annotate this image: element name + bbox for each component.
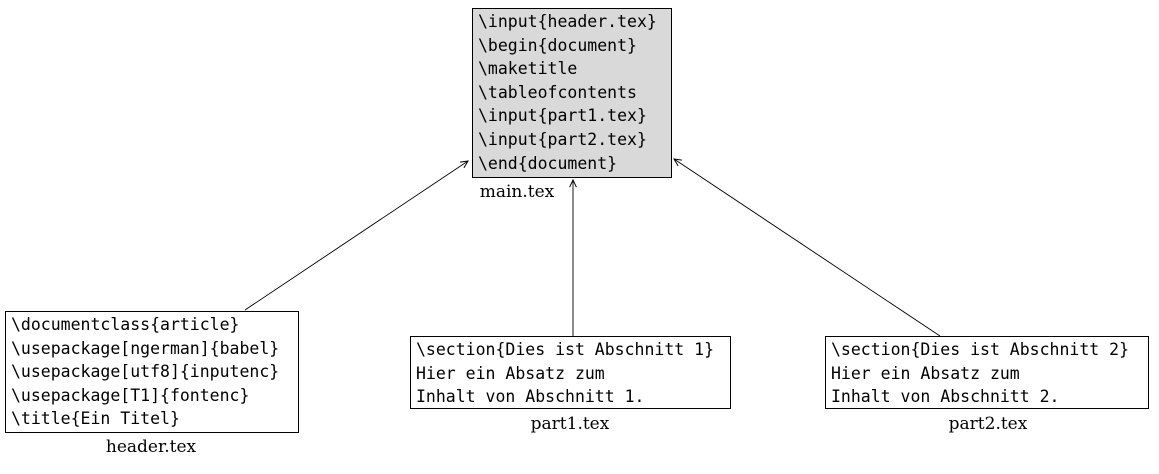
file-label-part2-tex: part2.tex <box>948 414 1028 434</box>
code-line: \usepackage[ngerman]{babel} <box>11 338 280 358</box>
code-line: \begin{document} <box>478 35 637 55</box>
edge-header-to-main <box>244 161 468 311</box>
code-line: \usepackage[T1]{fontenc} <box>11 385 250 405</box>
code-line: \title{Ein Titel} <box>11 409 180 429</box>
file-label-main-tex: main.tex <box>479 182 555 202</box>
code-line: Inhalt von Abschnitt 2. <box>831 387 1060 407</box>
edge-part2-to-main <box>674 159 941 337</box>
code-line: \maketitle <box>478 59 578 79</box>
code-line: \input{header.tex} <box>478 12 657 31</box>
code-line: Inhalt von Abschnitt 1. <box>416 387 645 407</box>
code-line: \tableofcontents <box>478 82 637 102</box>
code-line: Hier ein Absatz zum <box>831 363 1020 383</box>
file-node-header-tex: \documentclass{article} \usepackage[nger… <box>5 311 299 433</box>
code-line: Hier ein Absatz zum <box>416 363 605 383</box>
code-line: \input{part1.tex} <box>478 106 647 126</box>
file-label-part1-tex: part1.tex <box>530 414 610 434</box>
code-line: \section{Dies ist Abschnitt 1} <box>416 340 715 359</box>
code-line: \end{document} <box>478 153 618 173</box>
code-line: \section{Dies ist Abschnitt 2} <box>831 340 1130 359</box>
file-label-header-tex: header.tex <box>105 437 197 457</box>
file-node-main-tex: \input{header.tex} \begin{document} \mak… <box>472 8 672 178</box>
file-node-part2-tex: \section{Dies ist Abschnitt 2} Hier ein … <box>825 336 1149 409</box>
code-line: \usepackage[utf8]{inputenc} <box>11 362 280 382</box>
code-line: \input{part2.tex} <box>478 129 647 149</box>
file-node-part1-tex: \section{Dies ist Abschnitt 1} Hier ein … <box>410 336 731 409</box>
code-line: \documentclass{article} <box>11 315 240 334</box>
